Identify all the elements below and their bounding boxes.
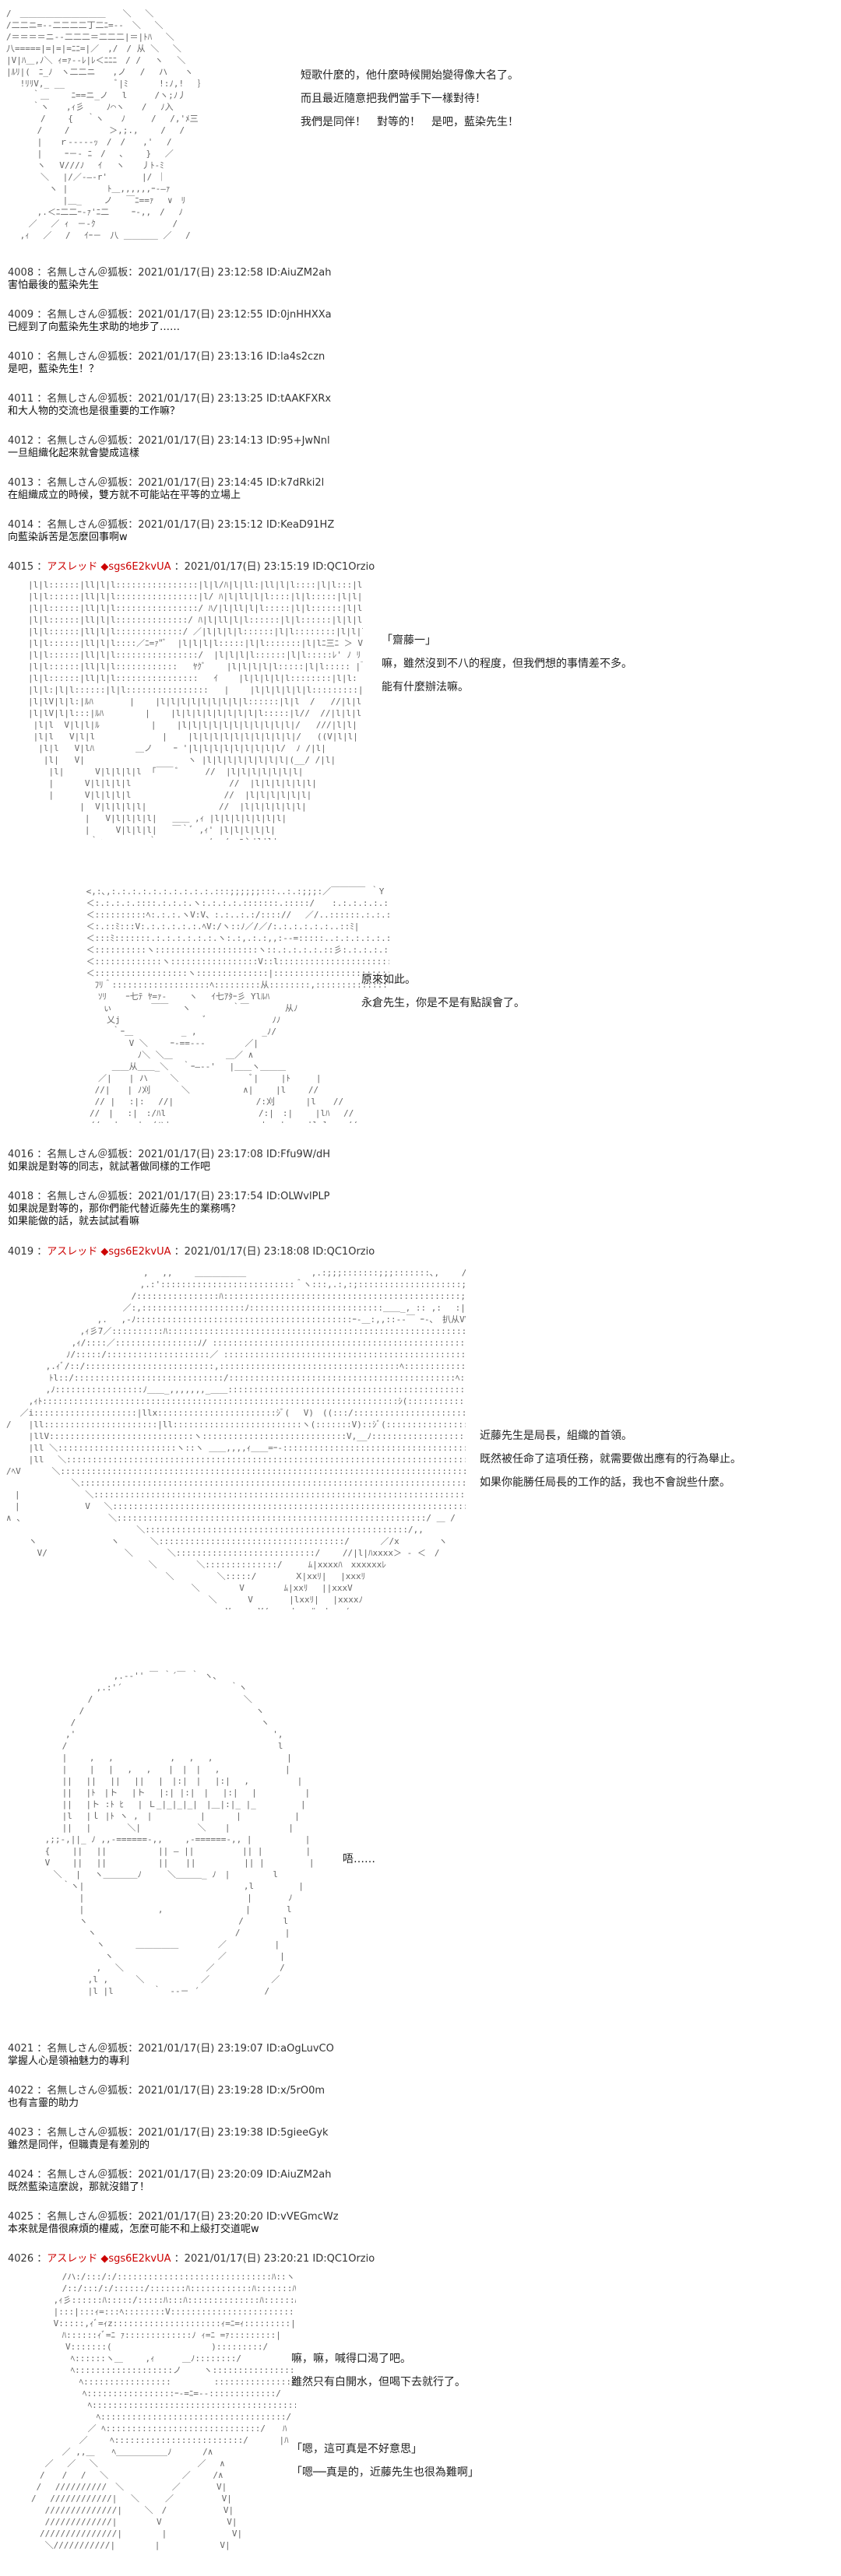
post-header: 4024 ：名無しさん＠狐板：2021/01/17(日) 23:20:09 ID…	[8, 2169, 332, 2181]
dialogue-block-5: 唔……	[343, 1848, 375, 1871]
post-header: 4022 ：名無しさん＠狐板：2021/01/17(日) 23:19:28 ID…	[8, 2085, 325, 2097]
dialogue-line: 嘛，雖然沒到不八的程度，但我們想的事情差不多。	[382, 658, 632, 670]
dialogue-line: 「嗯──真是的，近藤先生也很為難啊」	[291, 2466, 479, 2479]
ascii-art-6: /ハ:/:::/:/::::::::::::::::::::::::::::::…	[31, 2272, 296, 2550]
post-header: 4021 ：名無しさん＠狐板：2021/01/17(日) 23:19:07 ID…	[8, 2043, 334, 2055]
post-4010: 4010 ：名無しさん＠狐板：2021/01/17(日) 23:13:16 ID…	[8, 351, 833, 376]
post-header: 4025 ：名無しさん＠狐板：2021/01/17(日) 23:20:20 ID…	[8, 2211, 339, 2223]
post-body: 在組織成立的時候，雙方就不可能站在平等的立場上	[8, 490, 241, 501]
post-body: 本來就是借很麻煩的權威，怎麼可能不和上級打交道呢w	[8, 2223, 259, 2235]
dialogue-line: 近藤先生是局長，組織的首領。	[480, 1430, 632, 1442]
post-header: 4013 ：名無しさん＠狐板：2021/01/17(日) 23:14:45 ID…	[8, 477, 325, 489]
post-4013: 4013 ：名無しさん＠狐板：2021/01/17(日) 23:14:45 ID…	[8, 477, 833, 502]
ascii-art-5: ,.-‐'' ￣ ｀´￣ ｀ ヽ､ ,.:'´ ｀ヽ / ＼ / ヽ / ヽ ,…	[44, 1671, 315, 1996]
post-body: 害怕最後的藍染先生	[8, 279, 100, 291]
ascii-art-4: , ,, ＿＿＿＿＿＿ ,.:;;;:::::::;;;:::::::､, /／…	[6, 1268, 466, 1609]
post-4019: 4019 ：アスレッド ◆sgs6E2kvUA ：2021/01/17(日) 2…	[8, 1246, 833, 1258]
post-4016: 4016 ：名無しさん＠狐板：2021/01/17(日) 23:17:08 ID…	[8, 1149, 833, 1174]
post-body: 既然藍染這麼說，那就沒錯了！	[8, 2181, 150, 2193]
post-header: 4009 ：名無しさん＠狐板：2021/01/17(日) 23:12:55 ID…	[8, 309, 332, 321]
post-body: 是吧，藍染先生！？	[8, 363, 100, 375]
post-4009: 4009 ：名無しさん＠狐板：2021/01/17(日) 23:12:55 ID…	[8, 309, 833, 334]
post-header: 4008 ：名無しさん＠狐板：2021/01/17(日) 23:12:58 ID…	[8, 267, 332, 279]
dialogue-block-3: 原來如此。 永倉先生，你是不是有點誤會了。	[361, 968, 525, 1015]
post-body: 已經到了向藍染先生求助的地步了……	[8, 321, 181, 333]
post-4026: 4026 ：アスレッド ◆sgs6E2kvUA ：2021/01/17(日) 2…	[8, 2253, 833, 2265]
author-trip: アスレッド ◆sgs6E2kvUA	[47, 1246, 171, 1258]
post-body: 如果說是對等的同志，就試著做同樣的工作吧	[8, 1161, 211, 1173]
post-header: 4014 ：名無しさん＠狐板：2021/01/17(日) 23:15:12 ID…	[8, 519, 335, 531]
dialogue-block-4: 近藤先生是局長，組織的首領。 既然被任命了這項任務，就需要做出應有的行為舉止。 …	[480, 1424, 741, 1494]
post-4022: 4022 ：名無しさん＠狐板：2021/01/17(日) 23:19:28 ID…	[8, 2085, 833, 2110]
ascii-art-1: / ＿＿＿＿＿＿＿＿＿＿ ＼ ＼ /二二ニ=‐-二二二二丁二ﾆ=‐- ＼ ＼ /…	[6, 9, 206, 240]
post-header: 4010 ：名無しさん＠狐板：2021/01/17(日) 23:13:16 ID…	[8, 351, 325, 363]
post-4024: 4024 ：名無しさん＠狐板：2021/01/17(日) 23:20:09 ID…	[8, 2169, 833, 2194]
ascii-art-2: |l|l::::::|ll|l|l::::::::::::::::|l|l/ﾊ|…	[28, 580, 363, 840]
dialogue-line: 唔……	[343, 1853, 375, 1865]
post-4021: 4021 ：名無しさん＠狐板：2021/01/17(日) 23:19:07 ID…	[8, 2043, 833, 2068]
post-number: 4019 ：	[8, 1246, 48, 1258]
dialogue-block-6: 嘛，嘛，喊得口渴了吧。 雖然只有白開水，但喝下去就行了。	[291, 2347, 466, 2394]
post-header: 4023 ：名無しさん＠狐板：2021/01/17(日) 23:19:38 ID…	[8, 2127, 329, 2139]
dialogue-line: 永倉先生，你是不是有點誤會了。	[361, 997, 525, 1009]
post-4015: 4015 ：アスレッド ◆sgs6E2kvUA ：2021/01/17(日) 2…	[8, 561, 833, 574]
ascii-art-3: <,:､,:.:.:.:.:.:.:.:.:.:.:::;;;;;;:::..:…	[86, 886, 389, 1123]
post-4025: 4025 ：名無しさん＠狐板：2021/01/17(日) 23:20:20 ID…	[8, 2211, 833, 2236]
post-body: 如果能做的話，就去試試看嘛	[8, 1216, 140, 1227]
dialogue-line: 「齋藤一」	[382, 634, 436, 647]
post-body: 如果說是對等的，那你們能代替近藤先生的業務嗎？	[8, 1203, 241, 1215]
dialogue-line: 原來如此。	[361, 974, 416, 986]
post-datetime: ：2021/01/17(日) 23:18:08 ID:QC1Orzio	[171, 1246, 375, 1258]
post-4011: 4011 ：名無しさん＠狐板：2021/01/17(日) 23:13:25 ID…	[8, 393, 833, 418]
post-header: 4016 ：名無しさん＠狐板：2021/01/17(日) 23:17:08 ID…	[8, 1149, 330, 1160]
author-trip: アスレッド ◆sgs6E2kvUA	[47, 2253, 171, 2265]
post-header: 4019 ：アスレッド ◆sgs6E2kvUA ：2021/01/17(日) 2…	[8, 1246, 833, 1258]
post-header: 4015 ：アスレッド ◆sgs6E2kvUA ：2021/01/17(日) 2…	[8, 561, 833, 574]
post-header: 4026 ：アスレッド ◆sgs6E2kvUA ：2021/01/17(日) 2…	[8, 2253, 833, 2265]
post-4014: 4014 ：名無しさん＠狐板：2021/01/17(日) 23:15:12 ID…	[8, 519, 833, 544]
post-4012: 4012 ：名無しさん＠狐板：2021/01/17(日) 23:14:13 ID…	[8, 435, 833, 460]
dialogue-block-7: 「嗯，這可真是不好意思」 「嗯──真是的，近藤先生也很為難啊」	[291, 2437, 479, 2484]
post-number: 4026 ：	[8, 2253, 48, 2265]
dialogue-block-1: 短歌什麼的，他什麼時候開始變得像大名了。 而且最近隨意把我們當手下一樣對待！ 我…	[301, 64, 519, 134]
dialogue-line: 如果你能勝任局長的工作的話，我也不會說些什麼。	[480, 1476, 730, 1489]
post-body: 掌握人心是領袖魅力的專利	[8, 2055, 130, 2067]
post-datetime: ：2021/01/17(日) 23:15:19 ID:QC1Orzio	[171, 561, 375, 573]
dialogue-line: 嘛，嘛，喊得口渴了吧。	[291, 2353, 411, 2365]
post-number: 4015 ：	[8, 561, 48, 573]
dialogue-line: 短歌什麼的，他什麼時候開始變得像大名了。	[301, 69, 519, 82]
dialogue-line: 雖然只有白開水，但喝下去就行了。	[291, 2376, 466, 2388]
dialogue-line: 能有什麼辦法嘛。	[382, 681, 469, 693]
post-header: 4011 ：名無しさん＠狐板：2021/01/17(日) 23:13:25 ID…	[8, 393, 332, 405]
dialogue-line: 而且最近隨意把我們當手下一樣對待！	[301, 93, 486, 105]
post-body: 一旦組織化起來就會變成這樣	[8, 447, 140, 459]
dialogue-block-2: 「齋藤一」 嘛，雖然沒到不八的程度，但我們想的事情差不多。 能有什麼辦法嘛。	[382, 629, 632, 699]
dialogue-line: 既然被任命了這項任務，就需要做出應有的行為舉止。	[480, 1453, 741, 1465]
post-body: 也有言靈的助力	[8, 2097, 79, 2109]
author-trip: アスレッド ◆sgs6E2kvUA	[47, 561, 171, 573]
post-header: 4012 ：名無しさん＠狐板：2021/01/17(日) 23:14:13 ID…	[8, 435, 330, 447]
dialogue-line: 「嗯，這可真是不好意思」	[291, 2443, 422, 2455]
post-header: 4018 ：名無しさん＠狐板：2021/01/17(日) 23:17:54 ID…	[8, 1191, 330, 1202]
post-datetime: ：2021/01/17(日) 23:20:21 ID:QC1Orzio	[171, 2253, 375, 2265]
post-4023: 4023 ：名無しさん＠狐板：2021/01/17(日) 23:19:38 ID…	[8, 2127, 833, 2152]
post-body: 和大人物的交流也是很重要的工作嘛？	[8, 405, 181, 417]
post-4008: 4008 ：名無しさん＠狐板：2021/01/17(日) 23:12:58 ID…	[8, 267, 833, 292]
post-body: 雖然是同伴，但職責是有差別的	[8, 2139, 150, 2151]
post-4018: 4018 ：名無しさん＠狐板：2021/01/17(日) 23:17:54 ID…	[8, 1191, 833, 1228]
post-body: 向藍染訴苦是怎麼回事啊w	[8, 532, 128, 543]
dialogue-line: 我們是同伴！ 對等的！ 是吧，藍染先生！	[301, 116, 519, 128]
